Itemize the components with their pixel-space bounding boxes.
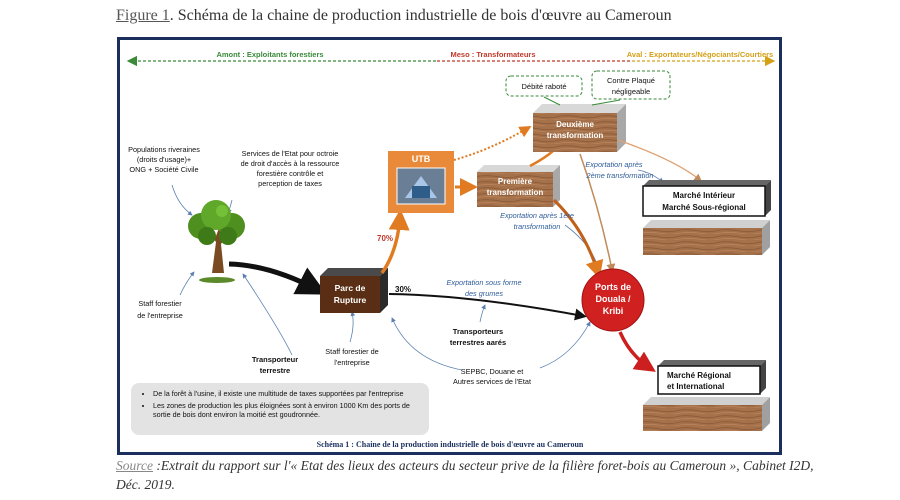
deuxieme-to-port-arrow xyxy=(579,153,616,273)
staff-left-arrow xyxy=(179,271,195,296)
zone-meso-label: Meso : Transformateurs xyxy=(450,50,535,59)
port-to-marche-regional-arrow xyxy=(618,331,656,372)
deuxieme-to-marche-interieur-arrow xyxy=(617,139,703,182)
marche-interieur-line-1: Marché Intérieur xyxy=(673,191,735,200)
sepbc-line-2: Autres services de l'Etat xyxy=(453,377,531,386)
parc-line-1: Parc de xyxy=(335,283,366,293)
services-line-4: perception de taxes xyxy=(258,179,322,188)
parc-rupture-box: Parc de Rupture xyxy=(320,268,388,313)
contre-plaque-box: Contre Plaqué négligeable xyxy=(591,70,671,100)
ports-line-3: Kribi xyxy=(603,306,624,316)
aeres-line-1: Transporteurs xyxy=(453,327,503,336)
export-1-line-1: Exportation après 1ère xyxy=(500,211,574,220)
marche-regional-line-1: Marché Régional xyxy=(667,371,731,380)
marche-regional-line-2: et International xyxy=(667,382,724,391)
deuxieme-transformation-box: Deuxième transformation xyxy=(533,104,626,152)
staff-left-line-1: Staff forestier xyxy=(138,299,182,308)
export-grumes-line-1: Exportation sous forme xyxy=(446,278,521,287)
transporteur-arrow xyxy=(242,273,293,356)
export-2-line-2: 2ème transformation xyxy=(586,171,654,180)
marche-interieur-line-2: Marché Sous-régional xyxy=(662,203,746,212)
staff-center-line-2: l'entreprise xyxy=(334,358,369,367)
marche-interieur-box: Marché Intérieur Marché Sous-régional xyxy=(642,180,771,217)
zone-aval-label: Aval : Exportateurs/Négociants/Courtiers xyxy=(627,50,773,59)
source-citation: Source :Extrait du rapport sur l'« Etat … xyxy=(116,456,816,494)
contre-plaque-line-2: négligeable xyxy=(612,87,650,96)
marche-regional-box: Marché Régional et International xyxy=(657,360,766,395)
contre-plaque-line-1: Contre Plaqué xyxy=(607,76,655,85)
notes-box: De la forêt à l'usine, il existe une mul… xyxy=(131,383,429,435)
source-label: Source xyxy=(116,458,153,473)
staff-center-line-1: Staff forestier de xyxy=(325,347,378,356)
tree-to-parc-arrow xyxy=(228,261,327,295)
wood-plank-regional xyxy=(643,397,770,431)
debite-rabote-box: Débité raboté xyxy=(505,75,583,97)
utb-box: UTB xyxy=(388,151,454,213)
figure-title-text: . Schéma de la chaine de production indu… xyxy=(169,7,672,24)
premiere-line-2: transformation xyxy=(487,188,544,197)
sepbc-parc-arrow xyxy=(391,317,463,371)
utb-to-deuxieme-arrow xyxy=(453,125,532,161)
parc-to-utb-arrow xyxy=(380,209,410,274)
premiere-to-port-arrow xyxy=(552,198,604,279)
sepbc-line-1: SEPBC, Douane et xyxy=(461,367,523,376)
services-line-1: Services de l'Etat pour octroie xyxy=(242,149,339,158)
parc-to-port-arrow xyxy=(388,293,587,321)
services-line-2: de droit d'accès à la ressource xyxy=(241,159,340,168)
export-grumes-line-2: des grumes xyxy=(465,289,503,298)
ports-douala-kribi: Ports de Douala / Kribi xyxy=(581,268,645,332)
debite-connector xyxy=(543,96,561,106)
populations-arrow xyxy=(171,184,193,216)
deuxieme-line-2: transformation xyxy=(547,131,604,140)
populations-line-2: (droits d'usage)+ xyxy=(137,155,191,164)
ports-line-2: Douala / xyxy=(595,294,631,304)
note-item: De la forêt à l'usine, il existe une mul… xyxy=(153,389,429,398)
note-item: Les zones de production les plus éloigné… xyxy=(153,401,429,419)
diagram-caption: Schéma 1 : Chaine de la production indus… xyxy=(317,440,584,449)
export-1-line-2: transformation xyxy=(514,222,561,231)
staff-center-arrow xyxy=(349,311,356,343)
zone-amont-label: Amont : Exploitants forestiers xyxy=(216,50,323,59)
figure-label: Figure 1 xyxy=(116,7,170,24)
populations-line-3: ONG + Société Civile xyxy=(129,165,198,174)
wood-plank-interieur xyxy=(643,220,770,255)
contre-plaque-connector xyxy=(591,99,621,106)
populations-line-1: Populations riveraines xyxy=(128,145,200,154)
ports-line-1: Ports de xyxy=(595,282,631,292)
zone-header: Amont : Exploitants forestiers Meso : Tr… xyxy=(126,50,776,67)
premiere-line-1: Première xyxy=(498,177,533,186)
sepbc-port-arrow xyxy=(539,321,591,369)
staff-left-line-2: de l'entreprise xyxy=(137,311,183,320)
pct-70-label: 70% xyxy=(377,234,393,243)
pct-30-label: 30% xyxy=(395,285,411,294)
parc-line-2: Rupture xyxy=(334,295,367,305)
aeres-arrow xyxy=(479,304,486,323)
source-text: :Extrait du rapport sur l'« Etat des lie… xyxy=(116,458,814,492)
transporteur-line-2: terrestre xyxy=(260,366,290,375)
tree-icon xyxy=(188,200,245,283)
utb-label: UTB xyxy=(412,154,431,164)
services-line-3: forestière contrôle et xyxy=(257,169,324,178)
transporteur-line-1: Transporteur xyxy=(252,355,298,364)
deuxieme-line-1: Deuxième xyxy=(556,120,594,129)
figure-title: Figure 1. Schéma de la chaine de product… xyxy=(116,7,672,25)
aeres-line-2: terrestres aarés xyxy=(450,338,506,347)
debite-rabote-label: Débité raboté xyxy=(521,82,566,91)
premiere-transformation-box: Première transformation xyxy=(477,165,560,207)
export-2-line-1: Exportation après xyxy=(585,160,643,169)
